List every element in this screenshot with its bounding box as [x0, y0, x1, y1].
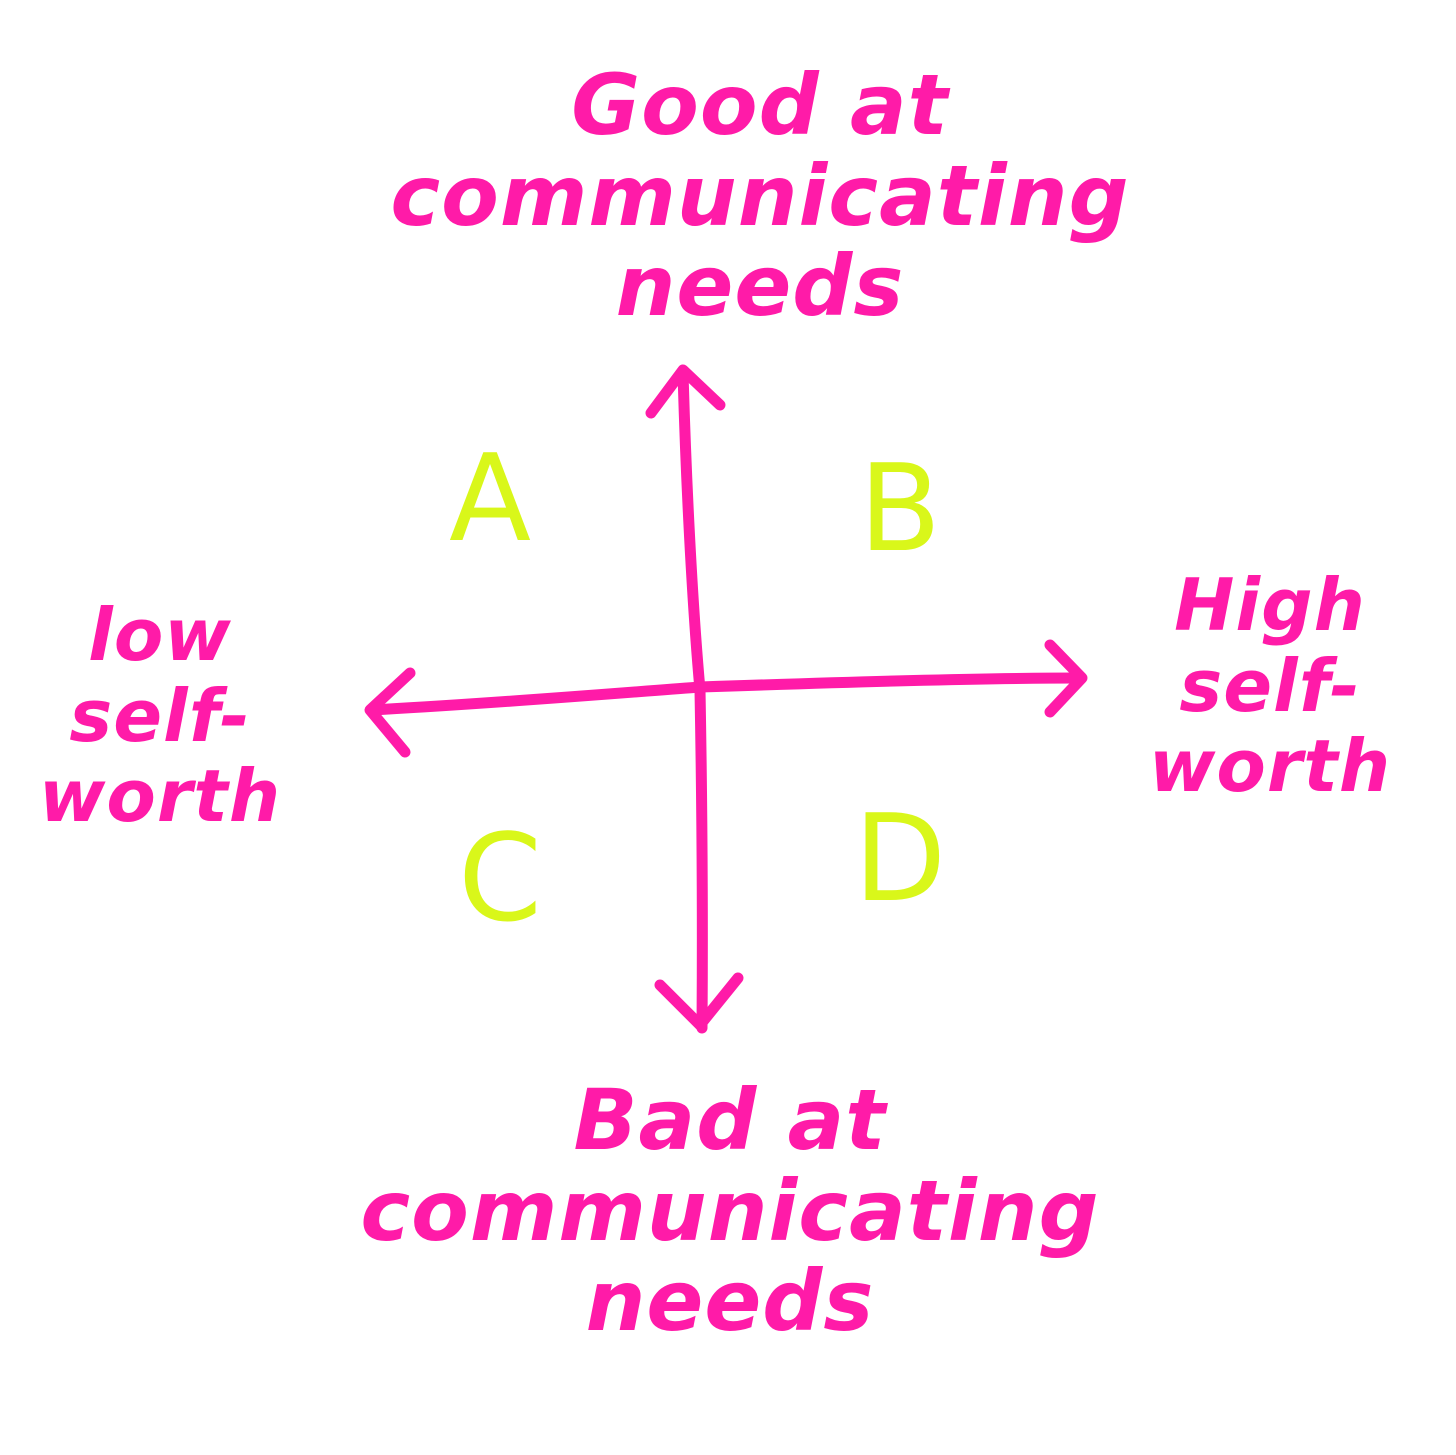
- top-axis-label-line: needs: [615, 237, 905, 336]
- left-axis-label-line: low: [88, 593, 232, 677]
- quadrant-d-label: D: [853, 790, 947, 929]
- quadrant-c-label: C: [458, 810, 542, 949]
- left-axis-label: low self- worth: [20, 595, 300, 837]
- right-axis-label: High self- worth: [1120, 565, 1420, 807]
- right-axis-label-line: worth: [1148, 724, 1392, 809]
- quadrant-b-label: B: [858, 440, 942, 579]
- right-arrowhead: [1044, 639, 1088, 718]
- top-axis-label-line: Good at: [571, 56, 949, 154]
- bottom-axis-label-line: Bad at: [573, 1071, 887, 1169]
- left-arrowhead: [364, 667, 416, 758]
- quadrant-a-label: A: [448, 430, 532, 569]
- bottom-axis-label: Bad at communicating needs: [350, 1075, 1110, 1347]
- right-axis-label-line: self-: [1179, 643, 1361, 728]
- right-axis-label-line: High: [1174, 563, 1366, 647]
- bottom-axis-label-line: communicating: [360, 1161, 1100, 1260]
- down-arrowhead: [654, 972, 744, 1031]
- vertical-axis: [677, 366, 708, 1034]
- bottom-axis-label-line: needs: [585, 1252, 875, 1351]
- left-axis-label-line: self-: [69, 673, 251, 758]
- top-axis-label: Good at communicating needs: [380, 60, 1140, 332]
- up-arrowhead: [645, 364, 726, 419]
- top-axis-label-line: communicating: [390, 146, 1130, 245]
- left-axis-label-line: worth: [38, 754, 282, 839]
- horizontal-axis: [366, 672, 1086, 716]
